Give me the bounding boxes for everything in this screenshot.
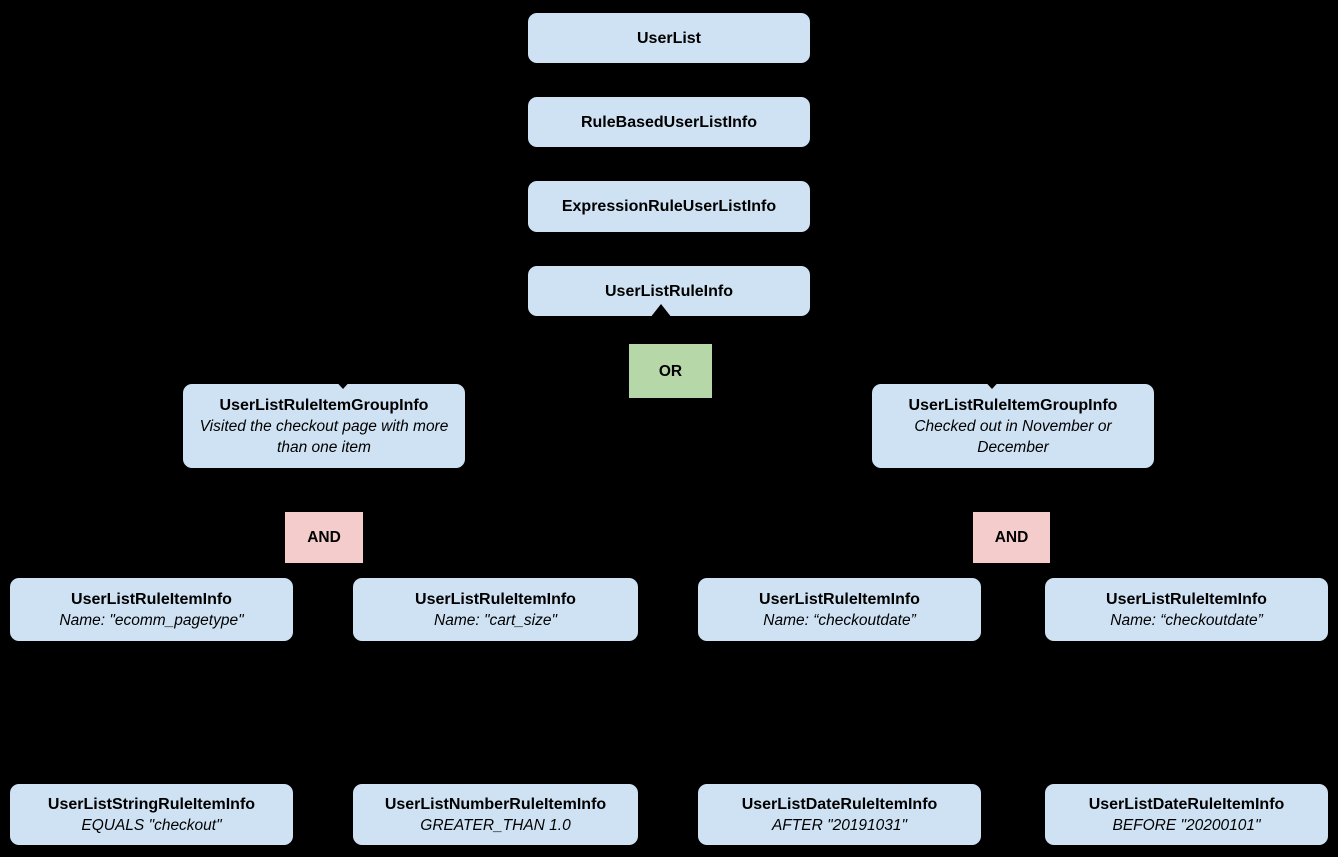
node-userlist: UserList [528,13,810,63]
node-description: Name: “checkoutdate” [763,611,916,629]
operator-label: AND [307,529,341,546]
node-title: UserListRuleItemGroupInfo [219,396,429,414]
operator-label: OR [658,362,683,380]
node-title: UserListRuleItemGroupInfo [908,396,1118,414]
connector-arrowhead-icon [331,376,355,389]
node-numberruleitem: UserListNumberRuleItemInfo GREATER_THAN … [353,784,638,845]
node-description: EQUALS "checkout" [81,816,222,834]
node-ruleitemgroup-left: UserListRuleItemGroupInfo Visited the ch… [183,384,465,468]
node-stringruleitem: UserListStringRuleItemInfo EQUALS "check… [10,784,293,845]
node-ruleitemgroup-right: UserListRuleItemGroupInfo Checked out in… [872,384,1154,468]
and-operator-right: AND [973,512,1050,563]
node-title: UserListDateRuleItemInfo [1088,795,1285,813]
node-title: UserListRuleItemInfo [1106,590,1267,608]
node-description: Visited the checkout page with more than… [199,417,449,456]
node-ruleitem-cart-size: UserListRuleItemInfo Name: "cart_size" [353,578,638,641]
node-description: BEFORE "20200101" [1112,816,1261,834]
node-title: ExpressionRuleUserListInfo [561,198,777,215]
node-dateruleitem-after: UserListDateRuleItemInfo AFTER "20191031… [698,784,981,845]
node-ruleitem-checkoutdate-1: UserListRuleItemInfo Name: “checkoutdate… [698,578,981,641]
node-title: UserList [636,29,702,47]
node-description: AFTER "20191031" [771,816,908,834]
node-ruleitem-ecomm-pagetype: UserListRuleItemInfo Name: "ecomm_pagety… [10,578,293,641]
node-expressionruleuserlistinfo: ExpressionRuleUserListInfo [528,181,810,232]
node-ruleitem-checkoutdate-2: UserListRuleItemInfo Name: “checkoutdate… [1045,578,1328,641]
node-title: UserListRuleItemInfo [415,590,576,608]
operator-label: AND [994,529,1029,546]
node-title: UserListRuleItemInfo [759,590,920,608]
connector-arrowhead-icon [980,376,1004,389]
node-description: Name: "cart_size" [434,611,557,629]
node-description: Name: "ecomm_pagetype" [59,611,244,629]
node-title: UserListNumberRuleItemInfo [384,795,607,813]
node-title: RuleBasedUserListInfo [580,113,758,131]
node-dateruleitem-before: UserListDateRuleItemInfo BEFORE "2020010… [1045,784,1328,845]
and-operator-left: AND [285,512,363,563]
node-rulebaseduserlistinfo: RuleBasedUserListInfo [528,97,810,147]
node-title: UserListRuleInfo [604,282,733,300]
node-title: UserListStringRuleItemInfo [47,795,256,813]
or-operator: OR [629,344,712,398]
node-title: UserListDateRuleItemInfo [741,795,938,813]
connector-arrowhead-icon [650,304,672,318]
node-title: UserListRuleItemInfo [71,590,232,608]
node-description: GREATER_THAN 1.0 [420,816,571,834]
node-description: Checked out in November or December [914,417,1112,456]
node-description: Name: “checkoutdate” [1110,611,1263,629]
